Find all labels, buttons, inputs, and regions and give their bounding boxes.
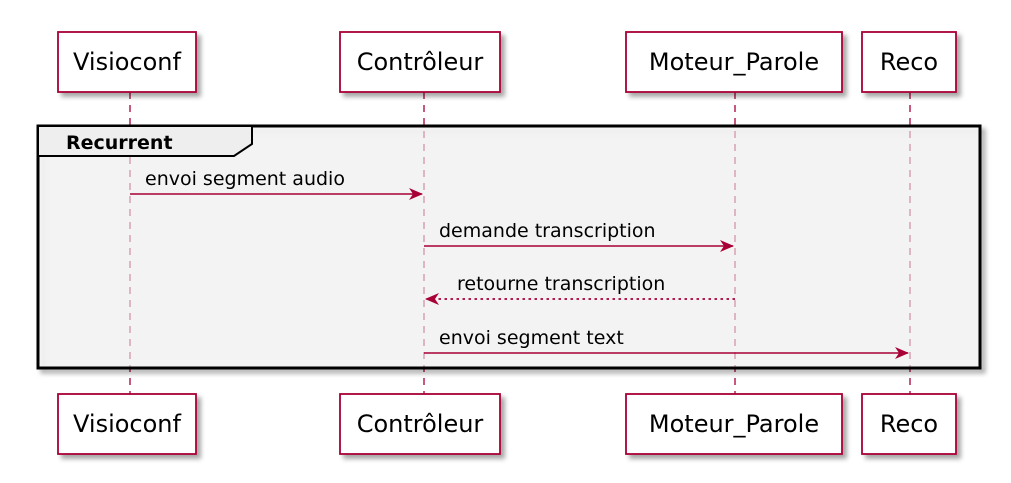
participants-bottom: Visioconf Contrôleur Moteur_Parole Reco	[57, 393, 957, 455]
group-label: Recurrent	[66, 132, 173, 154]
messages: envoi segment audio demande transcriptio…	[130, 168, 909, 359]
participant-visioconf-top: Visioconf	[57, 31, 197, 93]
message-label-1: envoi segment audio	[145, 168, 345, 190]
participant-label: Visioconf	[73, 410, 182, 438]
participant-label: Contrôleur	[357, 410, 484, 438]
participant-moteur-parole-bottom: Moteur_Parole	[625, 393, 843, 455]
participant-controleur-bottom: Contrôleur	[339, 393, 501, 455]
participant-visioconf-bottom: Visioconf	[57, 393, 197, 455]
group-label-tab	[37, 125, 253, 157]
participant-label: Reco	[880, 48, 938, 76]
participants-top: Visioconf Contrôleur Moteur_Parole Reco	[57, 31, 957, 93]
group-frame-recurrent: Recurrent	[36, 124, 982, 370]
participant-reco-bottom: Reco	[861, 393, 957, 455]
participant-label: Moteur_Parole	[649, 48, 819, 76]
participant-label: Contrôleur	[357, 48, 484, 76]
participant-moteur-parole-top: Moteur_Parole	[625, 31, 843, 93]
participant-label: Moteur_Parole	[649, 410, 819, 438]
participant-label: Reco	[880, 410, 938, 438]
participant-label: Visioconf	[73, 48, 182, 76]
message-label-2: demande transcription	[439, 220, 656, 242]
group-frame-box	[36, 124, 982, 370]
message-label-4: envoi segment text	[439, 327, 624, 349]
message-label-3: retourne transcription	[457, 273, 665, 295]
participant-controleur-top: Contrôleur	[339, 31, 501, 93]
participant-reco-top: Reco	[861, 31, 957, 93]
